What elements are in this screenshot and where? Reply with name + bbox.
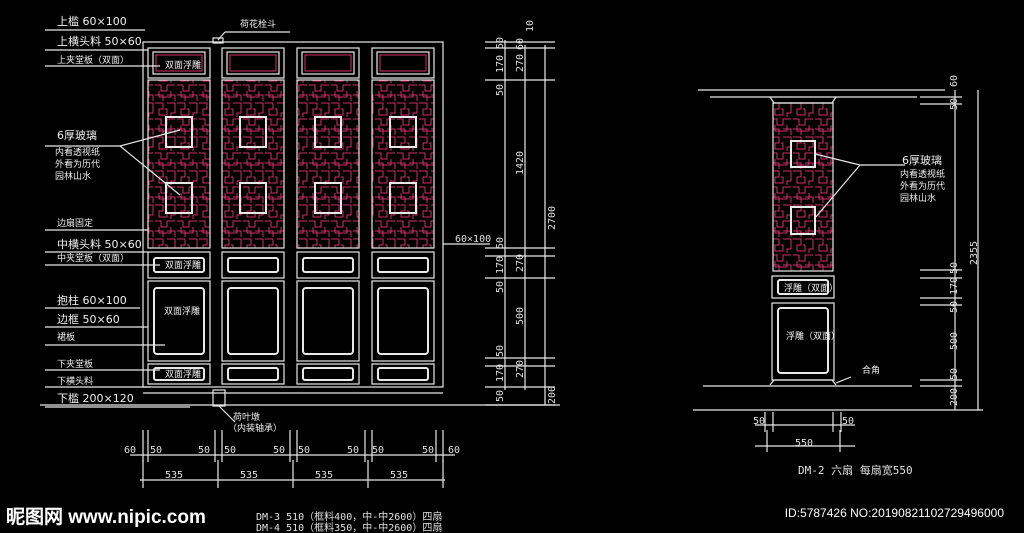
glass-pane [314,182,342,214]
dim-right-vertical: 50 [949,301,960,313]
post-dim-label: 60×100 [455,234,491,245]
dim-bottom-small: 50 [372,445,384,456]
dim-bottom-535: 535 [315,470,333,481]
relief-top-label: 双面浮雕 [165,59,201,71]
dim-bottom-small: 60 [448,445,460,456]
dim-right-vertical: 200 [949,388,960,406]
dim-vertical-small: 50 [495,281,506,293]
dim-vertical-small: 170 [495,256,506,274]
dim-bottom-small: 50 [198,445,210,456]
dim-right-vertical: 60 [949,75,960,87]
label-top-panel: 上夹堂板（双面） [57,54,129,66]
label-low-rail: 下横头料 [57,375,93,387]
door-leaf [371,47,435,385]
dim-right-vertical: 50 [949,98,960,110]
dim-right-vertical: 50 [949,368,960,380]
dim-vertical-small: 50 [495,237,506,249]
label-top-rail: 上横头料 50×60 [57,34,142,48]
relief-low-label: 双面浮雕 [165,368,201,380]
spec-dm3: DM-3 510（框料400，中-中2600）四扇 [256,510,442,523]
glass-pane [239,182,267,214]
dim-bottom-535: 535 [240,470,258,481]
glass-pane [389,116,417,148]
dim-right-550: 550 [795,438,813,449]
label-glass-note-1: 内看透视纸 [55,146,100,158]
label-glass: 6厚玻璃 [57,128,97,142]
dim-bottom-small: 50 [224,445,236,456]
dim-right-vertical: 50 [949,262,960,274]
right-elevation: 6厚玻璃 内看透视纸 外看为历代 园林山水 浮雕（双面） 浮雕（双面） 合角 D… [693,89,983,477]
right-corner-label: 合角 [862,364,880,376]
right-label-glass: 6厚玻璃 [902,153,942,167]
dim-vertical: 10 [525,20,536,32]
spec-dm4: DM-4 510（框料350，中-中2600）四扇 [256,521,442,533]
label-top-sill: 上槛 60×100 [57,14,127,28]
dim-total-2355: 2355 [969,241,980,265]
label-lotus-base: 荷叶墩 [233,411,260,423]
dim-bottom-small: 50 [150,445,162,456]
dim-vertical: 270 [515,254,526,272]
left-elevation [40,37,560,407]
label-lotus-base-note: （内装轴承） [228,422,282,434]
left-labels: 上槛 60×100 上横头料 50×60 上夹堂板（双面） 荷花栓斗 6厚玻璃 … [55,14,491,434]
door-leaf [221,47,285,385]
dim-total-2700: 2700 [547,206,558,230]
glass-pane [165,116,193,148]
label-mid-panel: 中夹堂板（双面） [57,252,129,264]
right-relief-top: 浮雕（双面） [784,282,838,294]
dim-bottom-small: 50 [298,445,310,456]
dim-right-vertical: 170 [949,277,960,295]
dim-bottom-small: 50 [422,445,434,456]
door-leaf [296,47,360,385]
door-leaf [147,47,211,385]
label-glass-note-2: 外看为历代 [55,158,100,170]
glass-pane [165,182,193,214]
spec-text: DM-3 510（框料400，中-中2600）四扇 DM-4 510（框料350… [256,510,442,533]
glass-pane [389,182,417,214]
watermark: 昵图网 www.nipic.com [6,507,206,528]
glass-pane [314,116,342,148]
image-id: ID:5787426 NO:20190821102729496000 [784,506,1004,520]
relief-skirt-label: 双面浮雕 [164,305,200,317]
dim-vertical-small: 170 [495,55,506,73]
label-lotus-bolt: 荷花栓斗 [240,18,276,30]
label-mid-rail: 中横头料 50×60 [57,237,142,251]
label-glass-note-3: 园林山水 [55,170,91,182]
label-bottom-sill: 下槛 200×120 [57,391,134,405]
dim-vertical: 270 [515,54,526,72]
dim-vertical: 1420 [515,151,526,175]
right-note-3: 园林山水 [900,192,936,204]
label-frame: 边框 50×60 [57,313,120,326]
dim-bottom-535: 535 [165,470,183,481]
dim-vertical: 60 [515,38,526,50]
right-note-1: 内看透视纸 [900,168,945,180]
right-title: DM-2 六扇 每扇宽550 [798,463,913,477]
dim-right-50: 50 [753,416,765,427]
label-low-panel: 下夹堂板 [57,358,93,370]
dim-right-50: 50 [842,416,854,427]
dim-bottom-small: 50 [273,445,285,456]
dim-bottom-small: 50 [347,445,359,456]
dim-vertical: 500 [515,307,526,325]
dim-vertical-small: 170 [495,364,506,382]
dim-vertical: 270 [515,360,526,378]
label-skirt: 裙板 [57,331,75,343]
glass-pane [239,116,267,148]
dim-bottom-small: 60 [124,445,136,456]
right-note-2: 外看为历代 [900,180,945,192]
lotus-bolt [212,37,224,44]
dim-vertical-small: 50 [495,84,506,96]
dim-vertical-small: 50 [495,37,506,49]
relief-mid-label: 双面浮雕 [165,259,201,271]
dim-right-vertical: 500 [949,332,960,350]
right-relief-bottom: 浮雕（双面） [786,330,840,342]
label-post: 抱柱 60×100 [57,293,127,307]
label-side-fixed: 边扇固定 [57,217,93,229]
dim-vertical-small: 50 [495,345,506,357]
dim-bottom-535: 535 [390,470,408,481]
dim-vertical: 200 [547,386,558,404]
dim-vertical-small: 50 [495,390,506,402]
